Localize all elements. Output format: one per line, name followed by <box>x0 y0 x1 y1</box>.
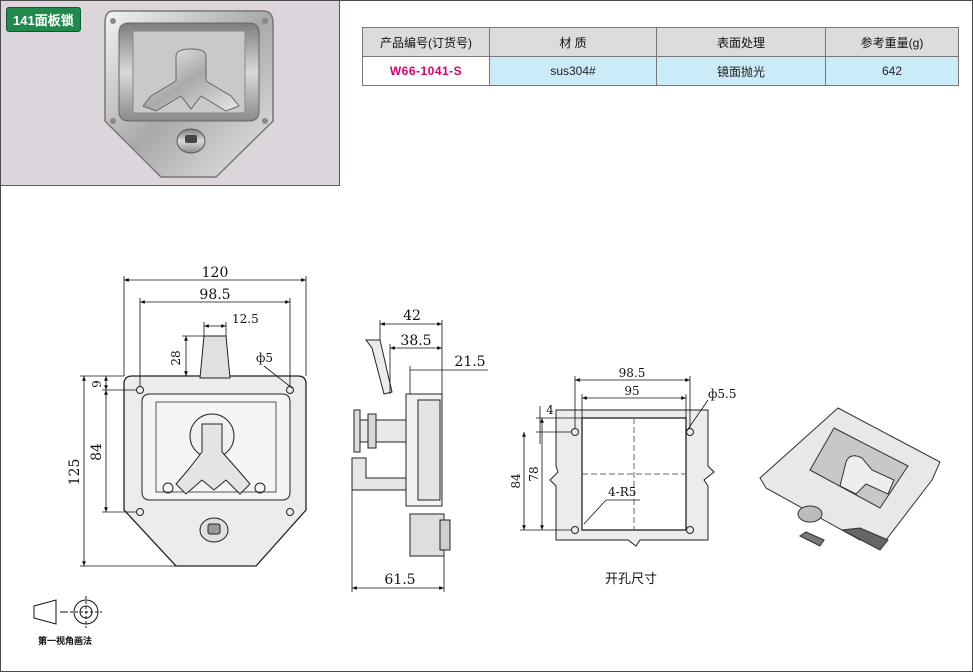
side-view-dimensions <box>351 320 488 592</box>
dim-cutout-offset: 4 <box>546 403 554 417</box>
cutout-view <box>549 409 715 547</box>
dim-cutout-84: 84 <box>509 473 523 489</box>
cell-model: W66-1041-S <box>362 56 490 86</box>
header-material: 材 质 <box>489 27 657 57</box>
cell-material: sus304# <box>489 56 657 86</box>
dim-side-42: 42 <box>403 308 421 324</box>
header-model: 产品编号(订货号) <box>362 27 490 57</box>
dim-handle-height: 28 <box>169 350 183 365</box>
dim-width-holes: 98.5 <box>199 287 230 303</box>
cutout-view-dimensions <box>520 376 709 531</box>
header-finish: 表面处理 <box>656 27 826 57</box>
cell-weight: 642 <box>825 56 959 86</box>
dim-cutout-radius: 4-R5 <box>608 485 636 499</box>
dim-cutout-95: 95 <box>624 384 639 398</box>
dim-cutout-hole: ф5.5 <box>708 387 736 401</box>
dim-side-21-5: 21.5 <box>454 354 485 370</box>
dim-hole-offset: 9 <box>90 380 104 388</box>
spec-table: 产品编号(订货号) 材 质 表面处理 参考重量(g) W66-1041-S su… <box>362 27 959 86</box>
table-row: W66-1041-S sus304# 镜面抛光 642 <box>362 56 959 86</box>
cell-finish: 镜面抛光 <box>656 56 826 86</box>
product-badge: 141面板锁 <box>6 7 81 32</box>
isometric-view <box>759 407 941 551</box>
dim-height-overall: 125 <box>67 459 83 486</box>
front-view-dimensions <box>80 276 307 567</box>
dim-cutout-98-5: 98.5 <box>619 366 646 380</box>
dim-side-61-5: 61.5 <box>384 572 415 588</box>
dim-hole-spacing: 84 <box>89 443 105 461</box>
table-header-row: 产品编号(订货号) 材 质 表面处理 参考重量(g) <box>362 27 959 57</box>
dim-hole-dia: ф5 <box>256 351 273 365</box>
projection-label: 第一视角画法 <box>38 636 93 646</box>
product-photo-panel: 141面板锁 <box>1 1 340 186</box>
dim-width-overall: 120 <box>202 265 229 281</box>
header-weight: 参考重量(g) <box>825 27 959 57</box>
cutout-caption: 开孔尺寸 <box>605 571 658 586</box>
side-view <box>351 339 451 557</box>
dim-side-38-5: 38.5 <box>400 333 431 349</box>
product-photo <box>104 10 274 178</box>
first-angle-projection-symbol <box>33 596 102 628</box>
front-view <box>123 335 307 567</box>
dim-cutout-78: 78 <box>527 466 541 481</box>
dim-handle-width: 12.5 <box>232 312 259 326</box>
